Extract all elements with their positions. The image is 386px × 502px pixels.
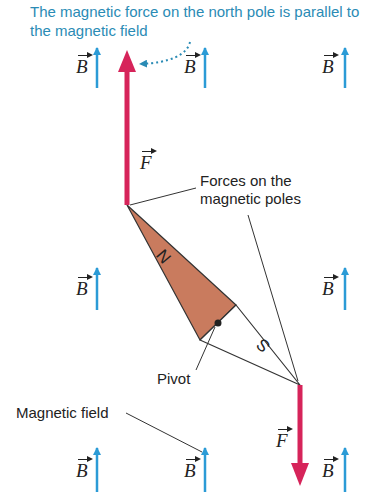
field-symbol: B xyxy=(322,274,334,300)
field-symbol: B xyxy=(184,52,196,78)
force-symbol: F xyxy=(276,426,288,452)
field-symbol: B xyxy=(184,456,196,482)
force-arrows xyxy=(118,50,309,486)
field-symbol: B xyxy=(322,456,334,482)
pivot-dot xyxy=(215,320,222,327)
field-symbol: B xyxy=(322,52,334,78)
pointer-arrow xyxy=(140,42,190,64)
field-arrows xyxy=(97,48,345,492)
callout-label: Magnetic field xyxy=(14,404,111,422)
field-symbol: B xyxy=(76,52,88,78)
force-symbol: F xyxy=(140,148,152,174)
callout-label: Forces on the magnetic poles xyxy=(200,172,320,208)
caption-note: The magnetic force on the north pole is … xyxy=(30,2,360,40)
field-symbol: B xyxy=(76,456,88,482)
leader-lines xyxy=(126,188,298,452)
callout-label: Pivot xyxy=(155,370,192,388)
field-symbol: B xyxy=(76,274,88,300)
compass-needle xyxy=(127,205,300,385)
